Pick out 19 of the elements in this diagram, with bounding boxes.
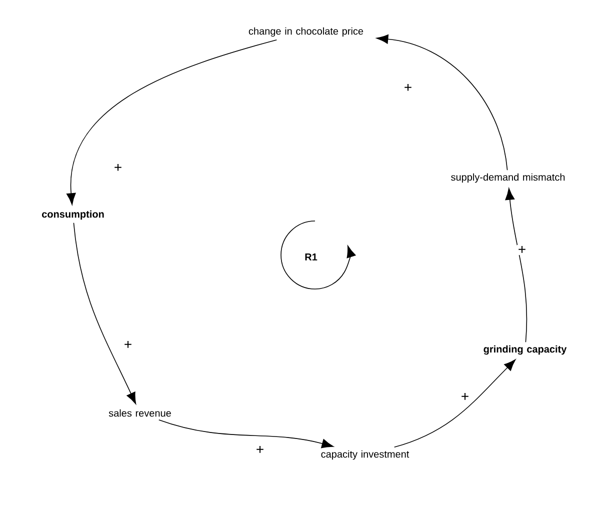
polarity-sign: +	[122, 340, 134, 350]
variable-label: consumption	[42, 210, 104, 220]
arrow	[376, 34, 508, 171]
variable-label: capacity investment	[321, 450, 410, 460]
variable-label: change in chocolate price	[248, 27, 364, 37]
polarity-sign: +	[402, 82, 414, 94]
arrow	[66, 39, 278, 205]
variable-label: supply-demand mismatch	[451, 173, 565, 183]
polarity-sign: +	[254, 444, 266, 456]
arrow	[158, 419, 334, 448]
variable-label: grinding capacity	[484, 345, 567, 355]
variable-label: sales revenue	[108, 409, 171, 417]
arrow	[394, 359, 516, 448]
polarity-sign: +	[460, 392, 470, 402]
loop-label: R1	[305, 254, 318, 260]
polarity-sign: +	[516, 244, 528, 256]
polarity-sign: +	[112, 162, 124, 174]
arrow	[505, 188, 528, 343]
arrow	[73, 222, 136, 404]
